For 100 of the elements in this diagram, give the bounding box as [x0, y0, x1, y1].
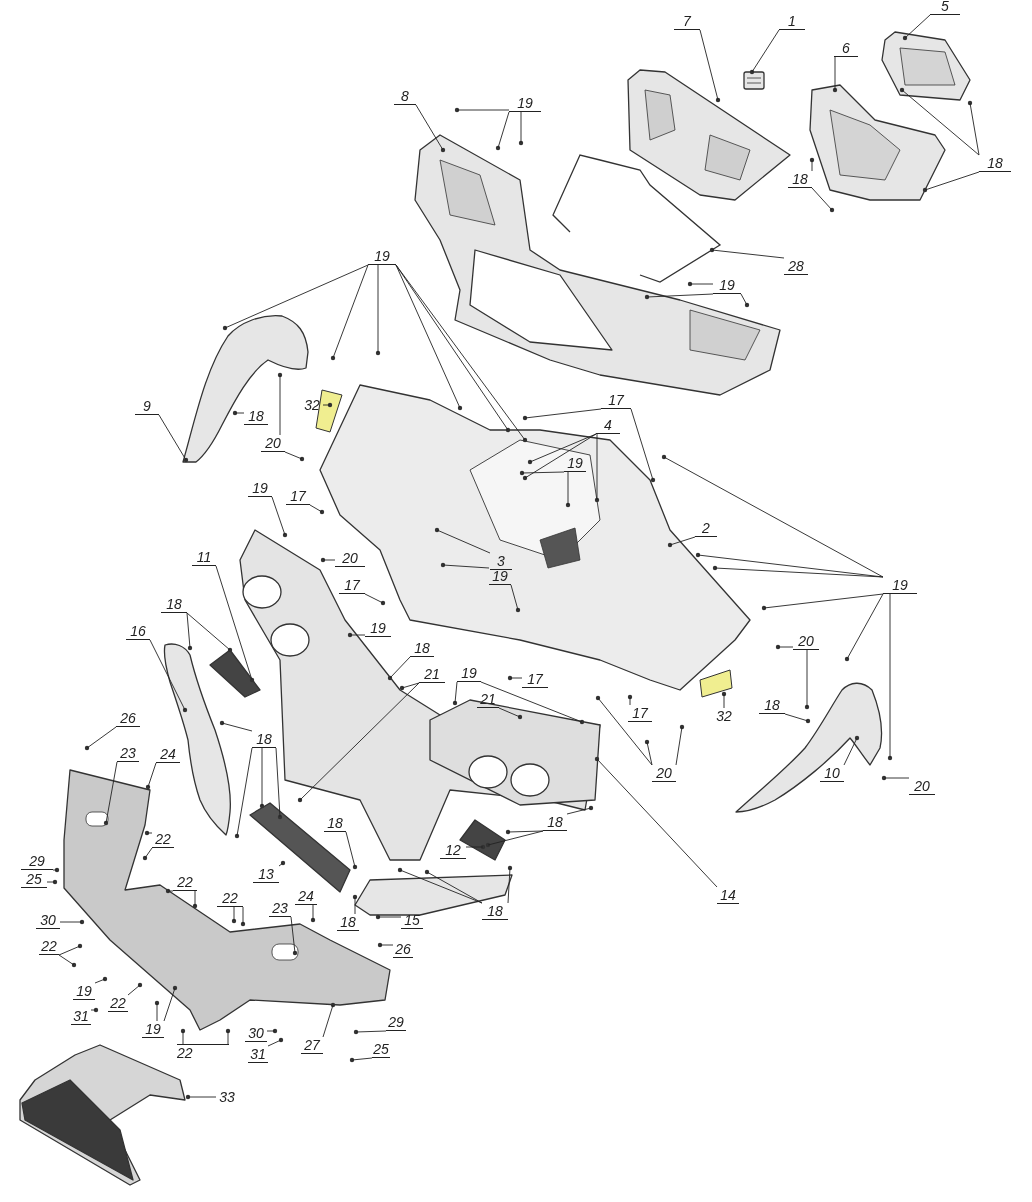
- leader-line: [290, 916, 296, 954]
- callout-number: 24: [295, 888, 317, 905]
- leader-line: [646, 293, 714, 298]
- leader-line: [436, 529, 491, 554]
- callout-number: 32: [301, 397, 323, 414]
- leader-line: [271, 496, 286, 536]
- leader-line: [663, 456, 884, 578]
- callout-number: 6: [834, 40, 858, 57]
- leader-line: [969, 102, 980, 156]
- leader-line: [52, 869, 58, 871]
- callout-number: 20: [261, 435, 285, 452]
- callout-number: 19: [564, 455, 586, 472]
- leader-line: [46, 881, 56, 883]
- callout-number: 18: [244, 408, 268, 425]
- leader-line: [509, 677, 523, 679]
- leader-line: [507, 830, 544, 833]
- leader-line: [497, 111, 510, 149]
- leader-line: [401, 682, 420, 689]
- leader-line: [59, 921, 83, 923]
- leader-line: [182, 1030, 184, 1045]
- leader-line: [426, 871, 483, 904]
- leader-line: [354, 896, 356, 915]
- callout-number: 18: [759, 697, 785, 714]
- callout-number: 31: [71, 1008, 91, 1025]
- leader-line: [377, 264, 379, 354]
- leader-line: [924, 171, 980, 191]
- callout-number: 33: [216, 1089, 238, 1106]
- callout-number: 22: [39, 938, 59, 955]
- callout-number: 20: [909, 778, 935, 795]
- callout-number: 9: [135, 398, 159, 415]
- leader-line: [901, 89, 980, 156]
- leader-line: [167, 890, 174, 892]
- leader-line: [646, 741, 653, 766]
- leader-line: [379, 944, 394, 946]
- leader-line: [629, 696, 631, 706]
- leader-line: [267, 1039, 282, 1047]
- leader-line: [215, 565, 253, 681]
- leader-line: [480, 681, 583, 723]
- leader-line: [597, 697, 653, 766]
- callout-number: 17: [522, 671, 548, 688]
- callout-number: 18: [543, 814, 567, 831]
- leader-line: [567, 471, 569, 506]
- leader-line: [90, 1009, 97, 1011]
- leader-line: [487, 830, 544, 846]
- callout-number: 26: [116, 710, 140, 727]
- callout-number: 23: [269, 900, 291, 917]
- callout-number: 30: [36, 912, 60, 929]
- leader-line: [127, 984, 141, 996]
- callout-number: 18: [324, 815, 346, 832]
- callout-number: 17: [601, 392, 631, 409]
- callout-number: 19: [73, 983, 95, 1000]
- leader-line: [566, 807, 592, 815]
- leader-line: [711, 249, 785, 259]
- callout-number: 25: [21, 871, 47, 888]
- leader-line: [233, 906, 235, 922]
- leader-line: [751, 29, 780, 73]
- callout-number: 4: [596, 417, 620, 434]
- leader-line: [351, 1057, 373, 1061]
- callout-number: 19: [883, 577, 917, 594]
- leader-line: [510, 584, 519, 611]
- leader-line: [158, 414, 187, 461]
- leader-line: [345, 831, 356, 868]
- callout-number: 19: [457, 665, 481, 682]
- leader-line: [524, 408, 602, 419]
- leader-line: [227, 1030, 229, 1045]
- leader-line: [389, 656, 411, 679]
- leader-line: [723, 693, 725, 709]
- callout-number: 20: [793, 633, 819, 650]
- leader-line: [58, 954, 75, 966]
- callout-number: 22: [108, 995, 128, 1012]
- leader-line: [675, 726, 683, 766]
- callout-number: 19: [248, 480, 272, 497]
- leader-line: [236, 747, 253, 837]
- leader-line: [415, 104, 444, 151]
- leader-line: [456, 109, 510, 111]
- callout-number: 18: [482, 903, 508, 920]
- leader-line: [520, 111, 522, 144]
- callout-number: 13: [253, 866, 279, 883]
- leader-line: [58, 945, 81, 956]
- leader-line: [596, 433, 598, 501]
- leader-line: [312, 904, 314, 921]
- leader-line: [261, 747, 263, 807]
- leader-line: [309, 504, 323, 513]
- leader-line: [266, 1030, 276, 1032]
- leader-line: [332, 264, 369, 359]
- leader-line: [156, 1002, 158, 1022]
- callout-number: 2: [695, 520, 717, 537]
- callout-number: 16: [126, 623, 150, 640]
- leader-line: [399, 869, 483, 904]
- callout-number: 18: [252, 731, 276, 748]
- leader-line: [105, 761, 118, 824]
- callout-number: 21: [419, 666, 445, 683]
- leader-line: [144, 847, 153, 859]
- leader-line: [763, 593, 884, 609]
- leader-line: [186, 612, 191, 649]
- callout-number: 10: [820, 765, 844, 782]
- leader-line: [699, 29, 719, 101]
- leader-line: [507, 867, 511, 904]
- leader-line: [242, 906, 244, 925]
- leader-line: [521, 471, 565, 474]
